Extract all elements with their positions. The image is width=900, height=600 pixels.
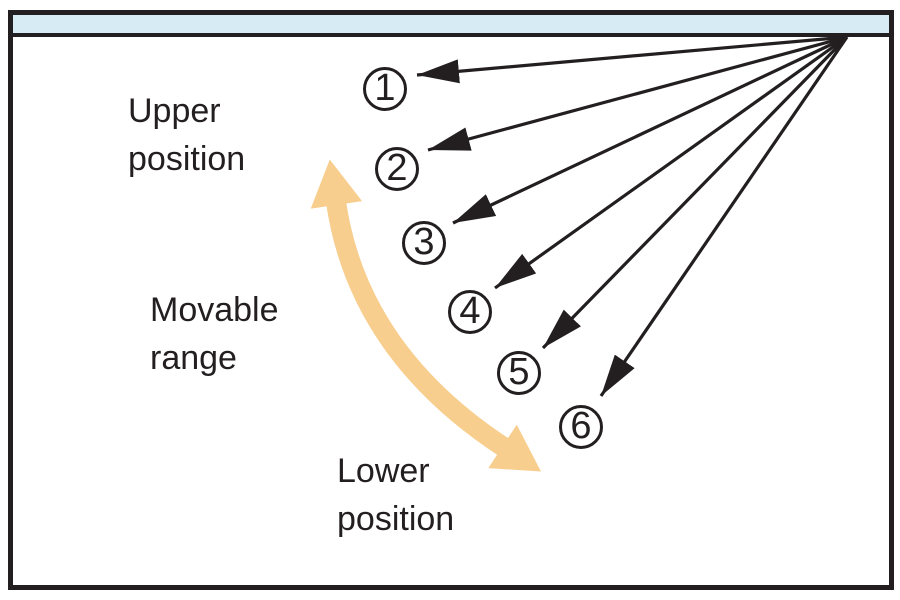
label-upper-line2: position [128, 140, 246, 178]
label-movable-line1: Movable [150, 291, 279, 329]
label-lower-position: Lower position [337, 447, 454, 543]
position-marker-5: 5 [497, 351, 541, 395]
position-marker-4: 4 [448, 290, 492, 334]
label-upper-line1: Upper [128, 92, 221, 130]
label-lower-line2: position [337, 500, 455, 538]
position-marker-1: 1 [363, 67, 407, 111]
position-marker-3: 3 [402, 221, 446, 265]
position-marker-6: 6 [559, 405, 603, 449]
label-upper-position: Upper position [128, 87, 245, 183]
label-movable-range: Movable range [150, 286, 279, 382]
label-lower-line1: Lower [337, 452, 430, 490]
position-marker-2: 2 [375, 147, 419, 191]
mounting-surface-bar [13, 15, 889, 37]
label-movable-line2: range [150, 339, 237, 377]
